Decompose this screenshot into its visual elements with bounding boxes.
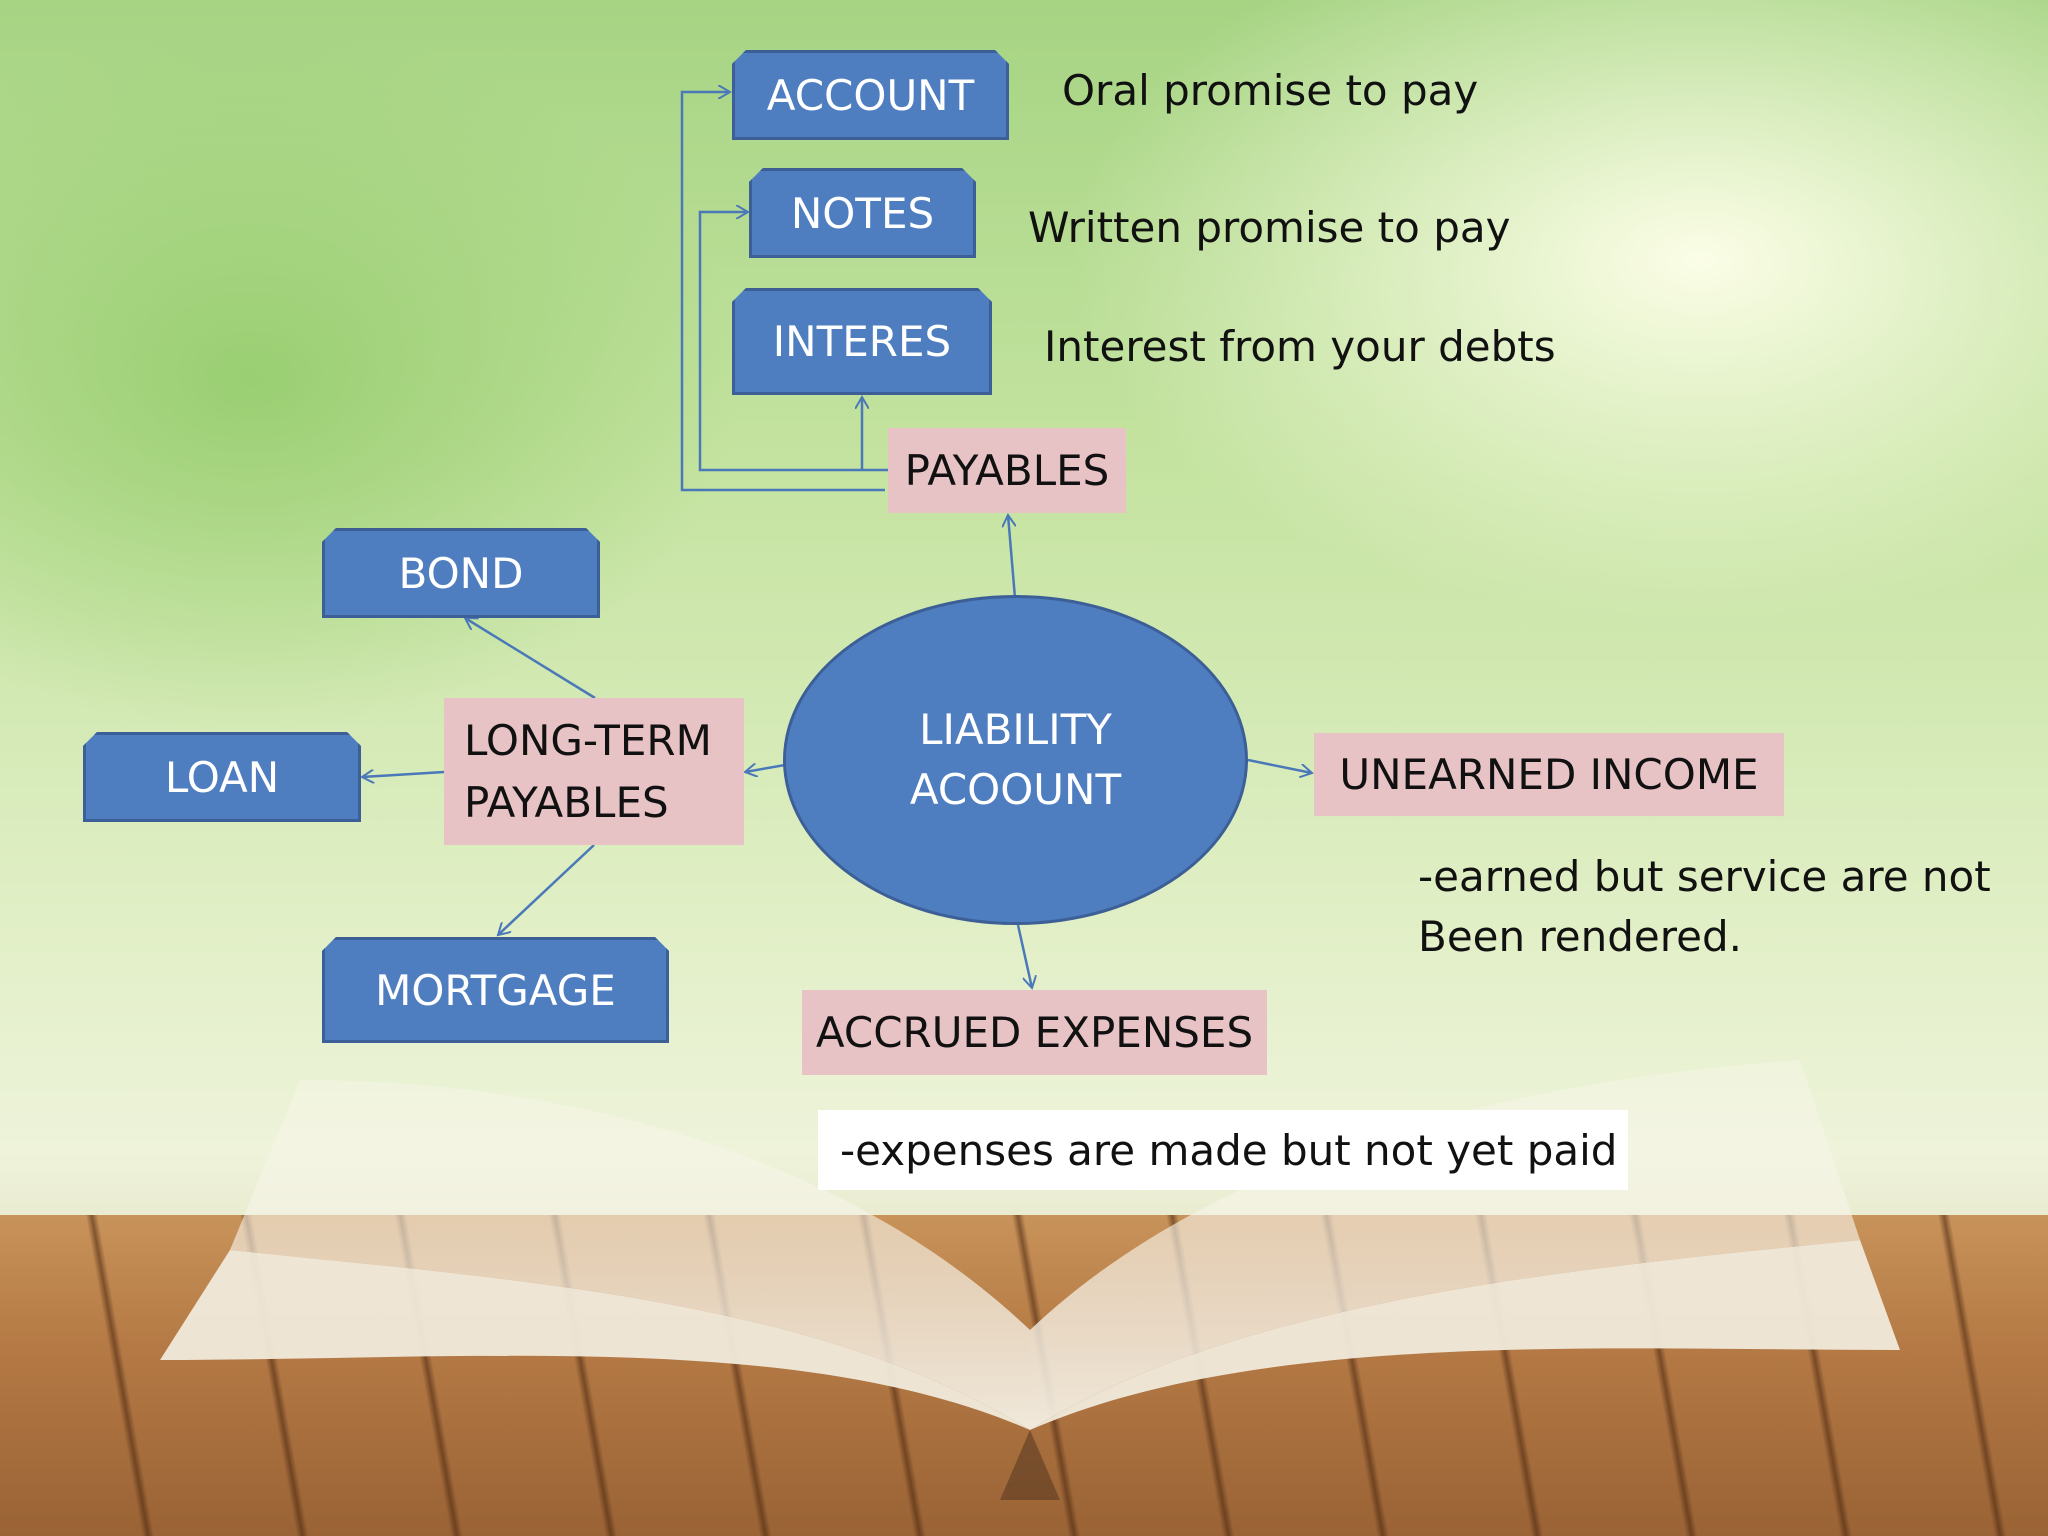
desc-account: Oral promise to pay <box>1062 66 1479 115</box>
node-long-term-line-1: LONG-TERM <box>464 715 712 765</box>
node-mortgage-label: MORTGAGE <box>375 965 616 1015</box>
node-unearned-label: UNEARNED INCOME <box>1339 750 1759 799</box>
desc-unearned-line-2: Been rendered. <box>1418 912 1742 961</box>
center-line-1: LIABILITY <box>919 705 1112 754</box>
link-center-longterm <box>745 765 786 772</box>
desc-unearned-line-1: -earned but service are not <box>1418 852 1991 901</box>
desc-accrued: -expenses are made but not yet paid <box>840 1125 1618 1175</box>
node-notes-label: NOTES <box>790 188 935 238</box>
desc-notes: Written promise to pay <box>1028 203 1511 252</box>
desc-interes: Interest from your debts <box>1044 322 1556 371</box>
link-payables-account <box>680 92 885 492</box>
node-loan-label: LOAN <box>164 752 280 802</box>
link-payables-notes <box>698 212 890 472</box>
node-payables-label: PAYABLES <box>904 446 1110 495</box>
node-bond: BOND <box>322 528 600 618</box>
link-center-payables <box>1008 515 1017 599</box>
node-unearned-income: UNEARNED INCOME <box>1314 733 1784 816</box>
node-account: ACCOUNT <box>732 50 1009 140</box>
link-longterm-bond <box>465 616 596 700</box>
center-line-2: ACOOUNT <box>909 765 1122 814</box>
link-longterm-loan <box>362 772 445 777</box>
node-bond-label: BOND <box>398 548 524 598</box>
link-center-accrued <box>1016 924 1032 988</box>
node-loan: LOAN <box>83 732 361 822</box>
node-accrued-expenses: ACCRUED EXPENSES <box>802 990 1267 1075</box>
node-interes: INTERES <box>732 288 992 395</box>
link-longterm-mortgage <box>498 844 595 935</box>
center-node-liability-account: LIABILITY ACOOUNT <box>783 595 1248 925</box>
node-mortgage: MORTGAGE <box>322 937 669 1043</box>
node-interes-label: INTERES <box>772 317 952 366</box>
node-notes: NOTES <box>749 168 976 258</box>
node-accrued-label: ACCRUED EXPENSES <box>815 1008 1254 1057</box>
node-account-label: ACCOUNT <box>766 70 975 120</box>
link-center-unearned <box>1247 758 1312 773</box>
node-long-term-payables: LONG-TERM PAYABLES <box>444 698 744 845</box>
node-payables: PAYABLES <box>888 428 1126 513</box>
node-long-term-line-2: PAYABLES <box>464 777 669 827</box>
desc-accrued-box: -expenses are made but not yet paid <box>818 1110 1628 1190</box>
